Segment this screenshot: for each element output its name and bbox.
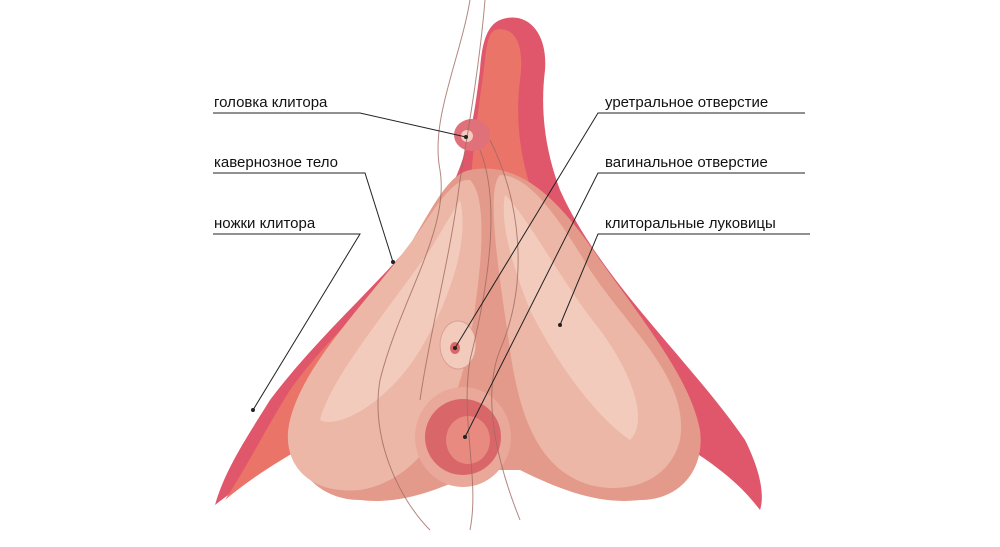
- nerve-lines: [377, 0, 521, 531]
- label-cavernous-body: кавернозное тело: [214, 154, 338, 171]
- label-vaginal-opening: вагинальное отверстие: [605, 154, 768, 171]
- leader-lines: [213, 112, 810, 438]
- label-urethral-opening: уретральное отверстие: [605, 94, 769, 111]
- label-crura: ножки клитора: [214, 215, 316, 232]
- crura-highlight: [225, 29, 535, 501]
- label-bulbs: клиторальные луковицы: [605, 215, 776, 232]
- vaginal-opening-center: [446, 416, 490, 464]
- label-glans: головка клитора: [214, 94, 328, 111]
- bulb-highlight: [320, 195, 639, 440]
- leader-dots: [251, 135, 562, 439]
